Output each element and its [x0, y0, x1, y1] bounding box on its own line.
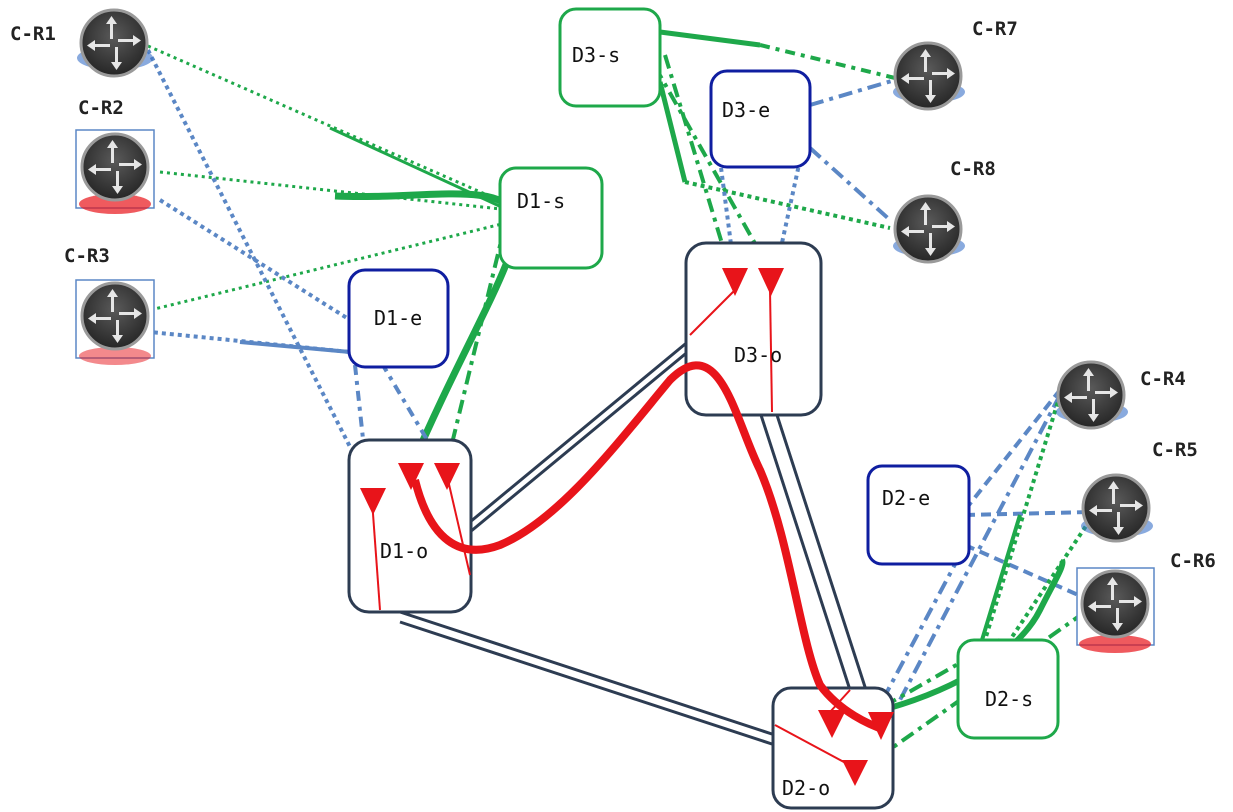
- link-d1s-d1o-dash: [446, 224, 507, 461]
- link-r4-d2s: [983, 394, 1062, 641]
- link-d3s-d3o-a: [663, 54, 732, 271]
- label-d3e: D3-e: [722, 98, 770, 122]
- label-d3o: D3-o: [734, 343, 782, 367]
- link-r4-d2o: [898, 394, 1062, 701]
- link-d3s-down: [657, 81, 688, 183]
- link-d1e-d1o: [353, 364, 370, 486]
- router-r4[interactable]: [1056, 360, 1128, 430]
- link-d2s-up: [980, 514, 1022, 641]
- red-thin-d3o-b: [769, 289, 773, 413]
- router-icon: [80, 132, 150, 202]
- node-d3e[interactable]: [709, 69, 812, 169]
- link-d1o-d2o-a: [399, 610, 776, 737]
- red-thin-d2o-b: [829, 689, 851, 713]
- link-d3o-d2o-a: [758, 411, 852, 691]
- arrowhead-d3o-1: [722, 268, 748, 296]
- red-path-main: [411, 361, 887, 734]
- node-d3o[interactable]: [684, 241, 823, 417]
- link-d2e-r6: [964, 543, 1086, 600]
- link-d1o-d3o-a: [469, 338, 691, 524]
- link-r1-d1o: [146, 49, 374, 491]
- label-r7: C-R7: [972, 18, 1018, 40]
- link-d2s-d2o: [859, 638, 1001, 722]
- link-d2o-d2s-thick: [874, 558, 1066, 715]
- link-d1o-d2o-b: [399, 620, 776, 747]
- link-d1o-d3o-b: [469, 348, 691, 534]
- link-r5-d2s: [1008, 518, 1092, 642]
- label-r6: C-R6: [1170, 550, 1216, 572]
- link-d3s-d3o-b: [638, 39, 772, 271]
- red-thin-d2o-a: [774, 724, 856, 769]
- link-d2e-r4: [963, 388, 1062, 512]
- arrowhead-d2o-1: [818, 710, 846, 738]
- router-r2[interactable]: [75, 129, 155, 214]
- label-d2s: D2-s: [985, 687, 1033, 711]
- router-icon: [893, 194, 963, 264]
- node-d2e[interactable]: [866, 464, 971, 566]
- node-d1e[interactable]: [347, 268, 450, 369]
- router-icon: [79, 8, 149, 78]
- link-r2-d1e: [158, 198, 352, 322]
- link-d3e-r7: [809, 78, 896, 107]
- link-d3s-r8: [684, 180, 891, 230]
- link-r3-d1e-solid: [239, 340, 351, 354]
- link-d3e-r8: [808, 146, 892, 222]
- label-r3: C-R3: [64, 245, 110, 267]
- arrowhead-d2o-3: [842, 760, 868, 786]
- label-d2e: D2-e: [882, 486, 930, 510]
- link-d3s-r7-dash: [759, 43, 896, 80]
- label-r8: C-R8: [950, 158, 996, 180]
- label-r4: C-R4: [1140, 368, 1186, 390]
- router-r8[interactable]: [893, 194, 965, 264]
- label-d2o: D2-o: [782, 776, 830, 800]
- router-icon: [893, 41, 963, 111]
- label-r1: C-R1: [10, 23, 56, 45]
- link-d3o-d2o-b: [774, 411, 868, 691]
- red-arrowheads: [360, 268, 894, 786]
- red-paths: [371, 289, 887, 769]
- router-icon: [1080, 569, 1150, 639]
- link-r1-d1s: [147, 44, 511, 207]
- red-thin-d1o-a: [371, 499, 381, 611]
- arrowhead-d1o-1: [360, 488, 386, 515]
- router-icon: [1081, 473, 1151, 543]
- label-d1s: D1-s: [517, 189, 565, 213]
- label-r5: C-R5: [1152, 439, 1198, 461]
- arrowhead-d1o-2: [398, 463, 424, 490]
- router-r6[interactable]: [1076, 567, 1155, 653]
- label-d3s: D3-s: [572, 43, 620, 67]
- label-r2: C-R2: [78, 97, 124, 119]
- router-icon: [80, 281, 150, 351]
- router-r7[interactable]: [893, 41, 965, 111]
- router-r5[interactable]: [1081, 473, 1153, 543]
- red-thin-d1o-b: [447, 479, 471, 576]
- router-icon: [1056, 360, 1126, 430]
- arrowhead-d3o-2: [758, 268, 784, 296]
- node-d2s[interactable]: [956, 638, 1060, 740]
- arrowhead-d2o-2: [868, 712, 894, 740]
- router-r3[interactable]: [75, 279, 155, 365]
- link-r2-d1s: [159, 170, 511, 212]
- connection-lines: [129, 29, 1092, 762]
- label-d1e: D1-e: [374, 306, 422, 330]
- router-r1[interactable]: [77, 8, 153, 78]
- link-d3s-r7-solid: [659, 29, 761, 48]
- link-d2e-d2o: [878, 554, 962, 706]
- node-d1o[interactable]: [347, 438, 473, 614]
- node-d1s[interactable]: [498, 166, 604, 270]
- node-d3s[interactable]: [558, 7, 662, 108]
- red-thin-d3o-a: [689, 289, 736, 336]
- arrowhead-d1o-3: [434, 463, 460, 490]
- label-d1o: D1-o: [380, 539, 428, 563]
- link-r3-d1s: [129, 220, 511, 317]
- link-d2e-r5: [964, 510, 1091, 517]
